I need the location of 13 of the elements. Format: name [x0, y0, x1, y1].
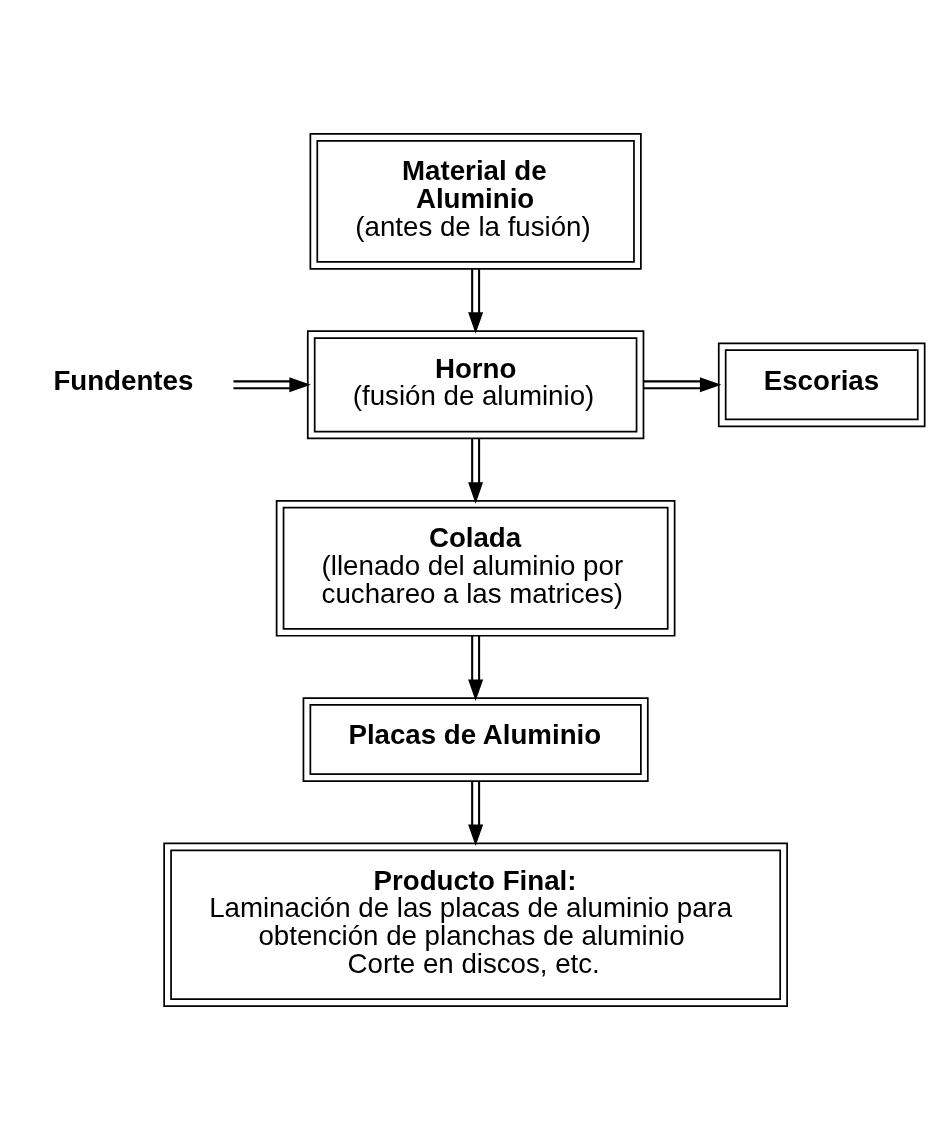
node-text: Fundentes [53, 364, 194, 396]
node-box: Colada (llenado del aluminio por cuchareo a las matrices) [275, 499, 676, 637]
arrow [643, 377, 722, 393]
arrow [468, 635, 484, 701]
arrow [233, 377, 311, 393]
arrow [468, 438, 484, 504]
node-box: Material de Aluminio (antes de la fusión) [309, 133, 642, 270]
node-box: Producto Final: Laminación de las placas de aluminio para obtención de planchas de aluminio Corte en discos, etc. [163, 842, 788, 1007]
node-box: Escorias [717, 342, 926, 428]
node-box: Horno (fusión de aluminio) [306, 330, 645, 440]
node-box: Placas de Aluminio [302, 697, 649, 782]
arrow [468, 269, 484, 334]
arrow [468, 781, 484, 847]
